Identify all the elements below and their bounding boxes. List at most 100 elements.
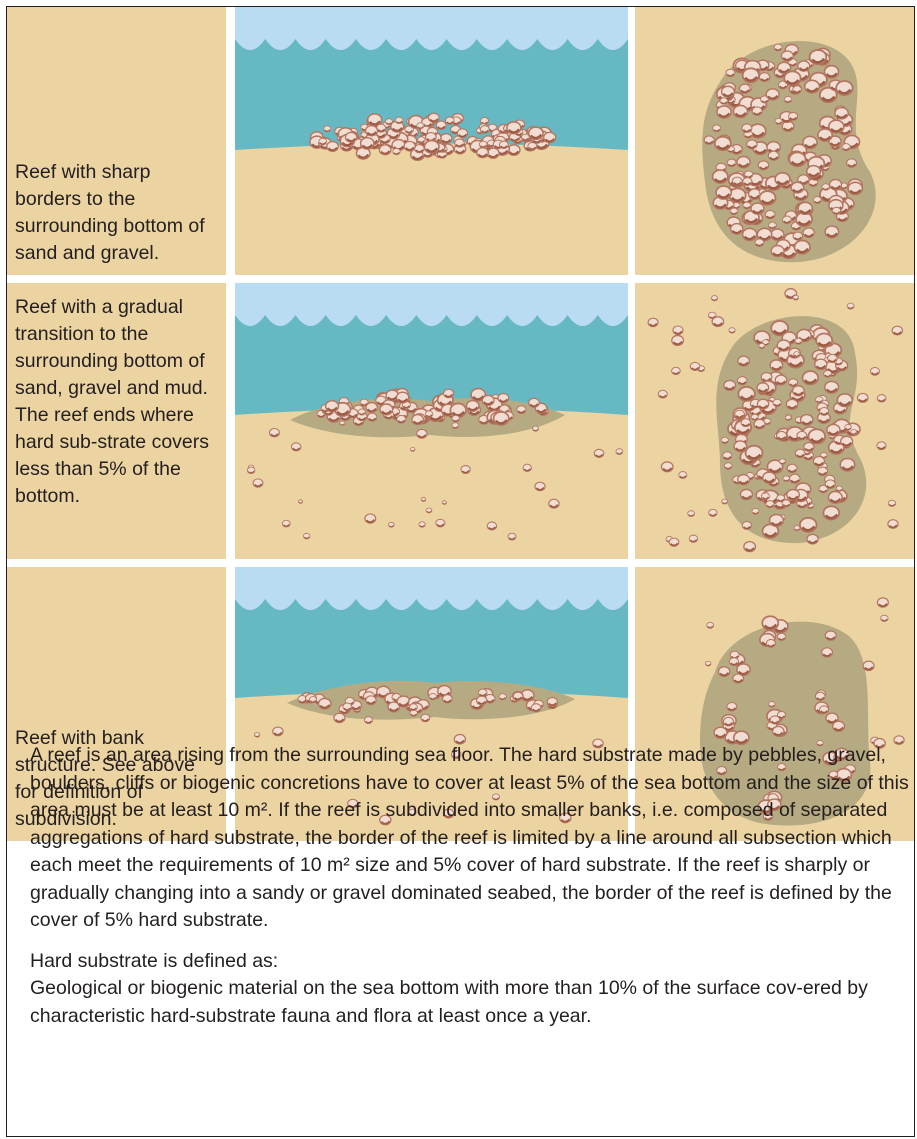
row-2-label-cell: Reef with a gradual transition to the su… <box>7 283 226 559</box>
stone <box>824 370 832 377</box>
stone <box>508 533 516 540</box>
stone <box>247 467 255 474</box>
stone <box>769 702 776 708</box>
stone <box>720 98 728 105</box>
stone <box>729 328 735 333</box>
row-2-side-view <box>235 283 628 559</box>
stone <box>770 515 784 527</box>
stone <box>740 84 751 93</box>
row-2-top-view <box>635 283 914 559</box>
stone <box>803 136 817 148</box>
row-1-top-view-svg <box>635 7 914 275</box>
stone <box>836 81 852 95</box>
row-1-label: Reef with sharp borders to the surroundi… <box>15 159 218 267</box>
stone <box>791 182 803 193</box>
stone <box>738 387 755 401</box>
stone <box>822 648 833 657</box>
stone <box>395 117 403 124</box>
stone <box>766 639 775 647</box>
stone <box>713 170 728 183</box>
stone <box>797 431 807 439</box>
stone <box>789 152 805 166</box>
stone <box>419 522 425 527</box>
stone <box>479 141 487 148</box>
stone <box>777 340 790 351</box>
stone <box>746 446 763 460</box>
stone <box>822 184 830 190</box>
stone <box>825 631 836 640</box>
stone <box>482 395 494 405</box>
stone <box>334 713 345 722</box>
stone <box>714 727 727 738</box>
stone <box>291 443 301 451</box>
stone <box>303 533 310 539</box>
stone <box>755 239 764 247</box>
stone <box>735 410 745 418</box>
stone <box>787 464 797 472</box>
stone <box>531 704 540 712</box>
stone <box>443 695 453 703</box>
row-2-label: Reef with a gradual transition to the su… <box>15 296 209 507</box>
stone <box>658 390 667 398</box>
stone <box>794 352 800 357</box>
stone <box>830 179 842 189</box>
stone <box>759 73 769 82</box>
stone <box>795 338 802 344</box>
stone <box>765 210 775 218</box>
stone <box>440 134 451 144</box>
stone <box>743 68 759 82</box>
stone <box>847 159 857 167</box>
stone <box>848 182 862 194</box>
stone <box>717 106 731 118</box>
stone <box>863 661 874 670</box>
stone <box>499 141 508 149</box>
stone <box>364 717 372 724</box>
hard-substrate-heading: Hard substrate is defined as: <box>30 950 278 972</box>
stone <box>758 161 768 170</box>
stone <box>794 526 800 531</box>
stone <box>752 107 762 116</box>
stone <box>768 151 779 160</box>
stone <box>807 534 818 544</box>
stone <box>827 424 840 435</box>
stone <box>269 428 279 436</box>
stone <box>445 117 454 124</box>
stone <box>832 207 840 214</box>
stone <box>770 360 783 371</box>
stone <box>870 368 879 376</box>
stone <box>779 459 785 464</box>
stone <box>777 431 787 440</box>
stone <box>273 727 283 736</box>
figure-frame: Reef with sharp borders to the surroundi… <box>6 6 915 1137</box>
stone <box>727 703 737 711</box>
stone <box>254 733 259 738</box>
stone <box>732 177 742 185</box>
stone <box>737 377 747 385</box>
stone <box>787 490 800 501</box>
stone <box>704 136 714 144</box>
stone <box>340 421 345 425</box>
stone <box>738 356 750 366</box>
stone <box>722 86 735 97</box>
stone <box>741 419 750 427</box>
stone <box>775 118 782 124</box>
row-1-side-view-svg <box>235 7 628 275</box>
stone <box>836 486 842 491</box>
stone <box>513 692 522 700</box>
stone <box>436 121 446 129</box>
stone <box>716 186 731 199</box>
stone <box>759 191 775 205</box>
stone <box>707 622 714 628</box>
stone <box>366 403 377 413</box>
stone <box>789 379 798 387</box>
stone <box>747 140 757 149</box>
stone <box>840 458 855 470</box>
stone <box>786 399 798 409</box>
stone <box>737 157 750 168</box>
stone <box>727 159 736 167</box>
stone <box>851 430 857 435</box>
stone <box>842 144 850 151</box>
stone <box>813 457 824 466</box>
stone <box>762 616 778 630</box>
stone <box>808 429 825 443</box>
